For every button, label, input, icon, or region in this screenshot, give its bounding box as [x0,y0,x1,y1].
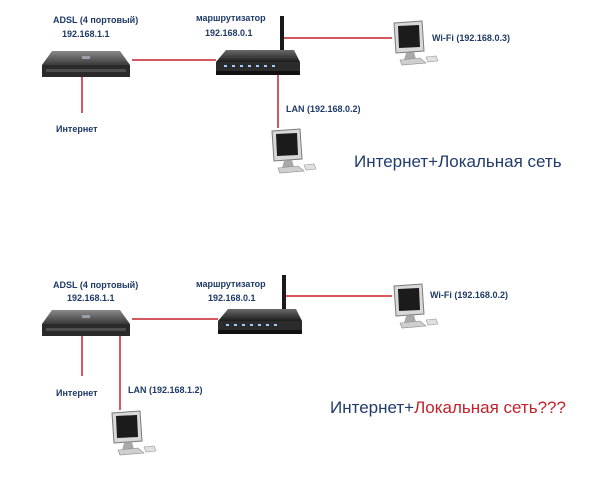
adsl-label: ADSL (4 портовый) [53,15,139,25]
bottom-diagram [42,275,439,456]
lan-label: LAN (192.168.0.2) [286,104,361,114]
adsl-ip: 192.168.1.1 [67,293,115,303]
diagram-caption: Интернет+Локальная сеть [354,152,562,171]
lan-computer-icon [111,410,157,456]
bottom-cables [81,295,392,410]
router-ip: 192.168.0.1 [208,293,256,303]
lan-label: LAN (192.168.1.2) [128,385,203,395]
diagram-caption: Интернет+Локальная сеть??? [330,398,566,418]
lan-computer-icon [271,128,317,174]
wifi-label: Wi-Fi (192.168.0.3) [432,33,510,43]
internet-label: Интернет [56,124,98,134]
adsl-modem-icon [42,310,130,336]
top-diagram [42,16,439,174]
wifi-router-icon [216,16,300,75]
caption-part2: Локальная сеть??? [414,398,566,417]
adsl-label: ADSL (4 портовый) [53,280,139,290]
router-ip: 192.168.0.1 [205,28,253,38]
adsl-modem-icon [42,51,130,77]
top-cables [81,37,392,128]
adsl-ip: 192.168.1.1 [62,29,110,39]
router-label: маршрутизатор [196,13,266,23]
caption-part1: Интернет+ [330,398,415,417]
internet-label: Интернет [56,388,98,398]
router-label: маршрутизатор [196,279,266,289]
wifi-label: Wi-Fi (192.168.0.2) [430,290,508,300]
